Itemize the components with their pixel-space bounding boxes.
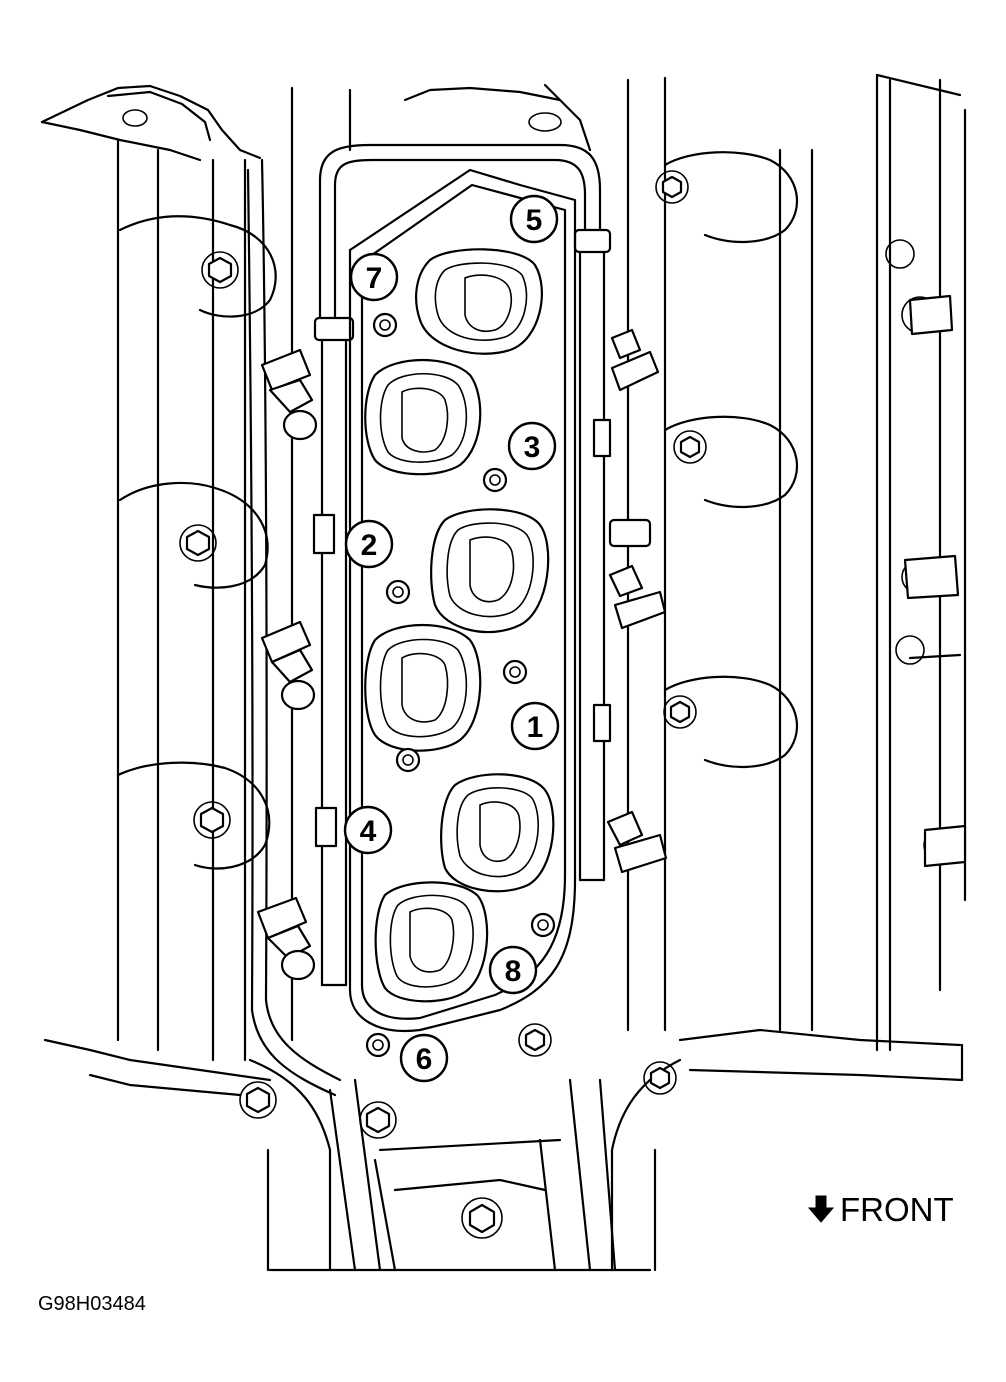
right-side-fittings [903, 294, 967, 868]
hex-bolt-icon [179, 170, 957, 1239]
callout-4: 4 [343, 805, 393, 855]
callout-8: 8 [488, 945, 538, 995]
callout-7: 7 [349, 252, 399, 302]
front-label: FRONT [840, 1191, 954, 1228]
arrow-down-icon [807, 1195, 835, 1223]
left-bolt-lobes [116, 215, 277, 870]
callout-3: 3 [507, 421, 557, 471]
engine-background [40, 73, 967, 1272]
right-bolt-lobes [663, 151, 799, 768]
callout-2: 2 [344, 519, 394, 569]
svg-text:3: 3 [524, 431, 541, 464]
svg-text:7: 7 [366, 262, 383, 295]
svg-text:4: 4 [360, 815, 377, 848]
front-direction-indicator: FRONT [807, 1191, 954, 1228]
svg-text:5: 5 [526, 204, 543, 237]
callout-6: 6 [399, 1033, 449, 1083]
svg-text:2: 2 [361, 529, 378, 562]
figure-code: G98H03484 [38, 1293, 146, 1315]
callout-1: 1 [510, 701, 560, 751]
callout-markers: 5 7 3 2 1 4 8 6 [343, 194, 560, 1083]
svg-text:1: 1 [527, 711, 544, 744]
callout-5: 5 [509, 194, 559, 244]
fuel-rail [312, 143, 612, 987]
svg-text:8: 8 [505, 955, 522, 988]
connector-icon [256, 328, 668, 981]
svg-text:6: 6 [416, 1043, 433, 1076]
intake-manifold-gasket [348, 168, 577, 1058]
